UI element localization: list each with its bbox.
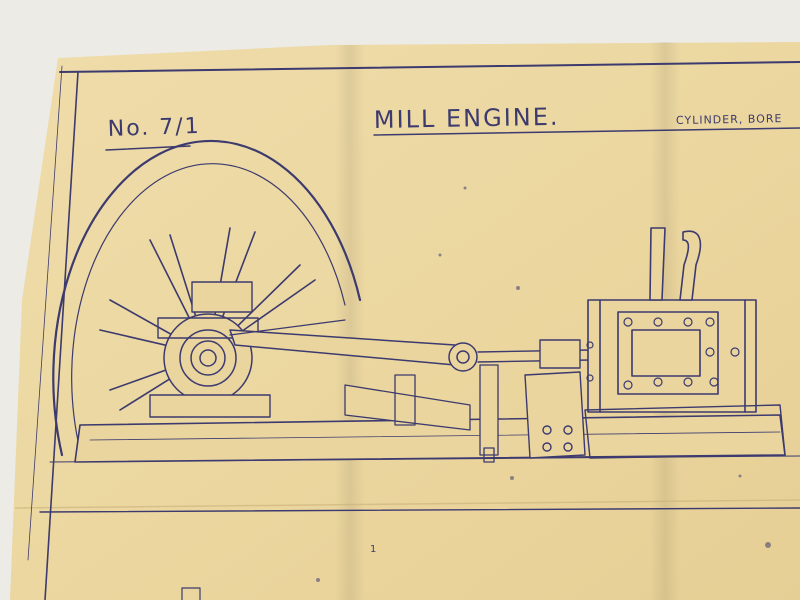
bearing-pedestal: [149, 281, 271, 418]
border-left-outer: [27, 65, 63, 561]
flywheel-hub: [163, 313, 253, 403]
drawing-subtitle: CYLINDER, BORE: [676, 112, 783, 127]
paper-crease-horizontal: [14, 499, 800, 509]
steam-pipes: [649, 227, 702, 301]
crosshead-frame: [524, 371, 586, 459]
connecting-rod: [229, 319, 478, 372]
drawing-title: MILL ENGINE.: [374, 103, 560, 134]
paper-fold-vertical: [335, 45, 365, 600]
cylinder-base: [584, 404, 786, 459]
eccentric-rod: [344, 364, 499, 463]
small-note: 1: [370, 544, 378, 555]
title-underline: [373, 127, 800, 136]
piston-rod: [477, 339, 591, 369]
border-bottom-section: [39, 507, 800, 513]
ink-speckles: [316, 186, 771, 582]
drawing-number: No. 7/1: [107, 114, 201, 142]
lower-detail: [181, 587, 201, 600]
cylinder: [586, 299, 757, 413]
border-top: [59, 61, 800, 73]
